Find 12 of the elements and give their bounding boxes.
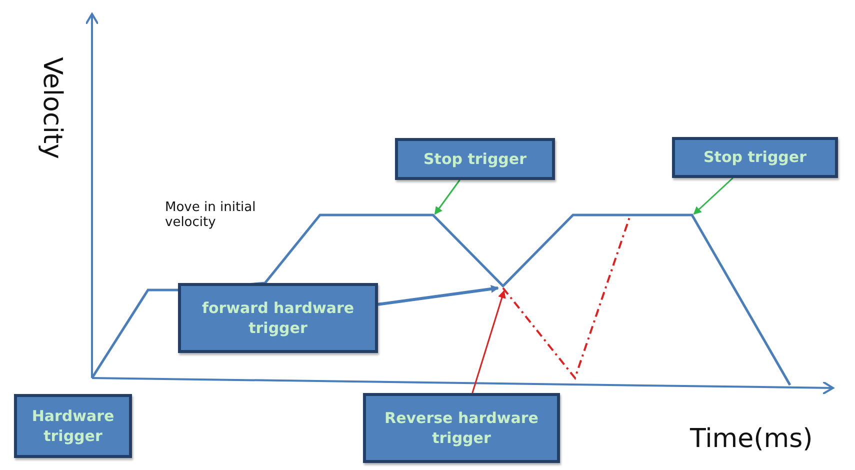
trigger-box: forward hardware trigger (178, 283, 378, 353)
arrow (434, 180, 460, 215)
trigger-box: Reverse hardware trigger (363, 393, 560, 463)
arrow (378, 284, 499, 306)
arrow (472, 290, 506, 394)
trigger-box: Stop trigger (395, 138, 555, 180)
annotation-text: Move in initial velocity (165, 200, 257, 230)
trigger-box: Hardware trigger (14, 394, 132, 458)
axis-label: Velocity (37, 57, 67, 159)
trigger-box: Stop trigger (672, 137, 838, 178)
axis-label: Time(ms) (690, 424, 813, 454)
arrow (693, 177, 734, 215)
